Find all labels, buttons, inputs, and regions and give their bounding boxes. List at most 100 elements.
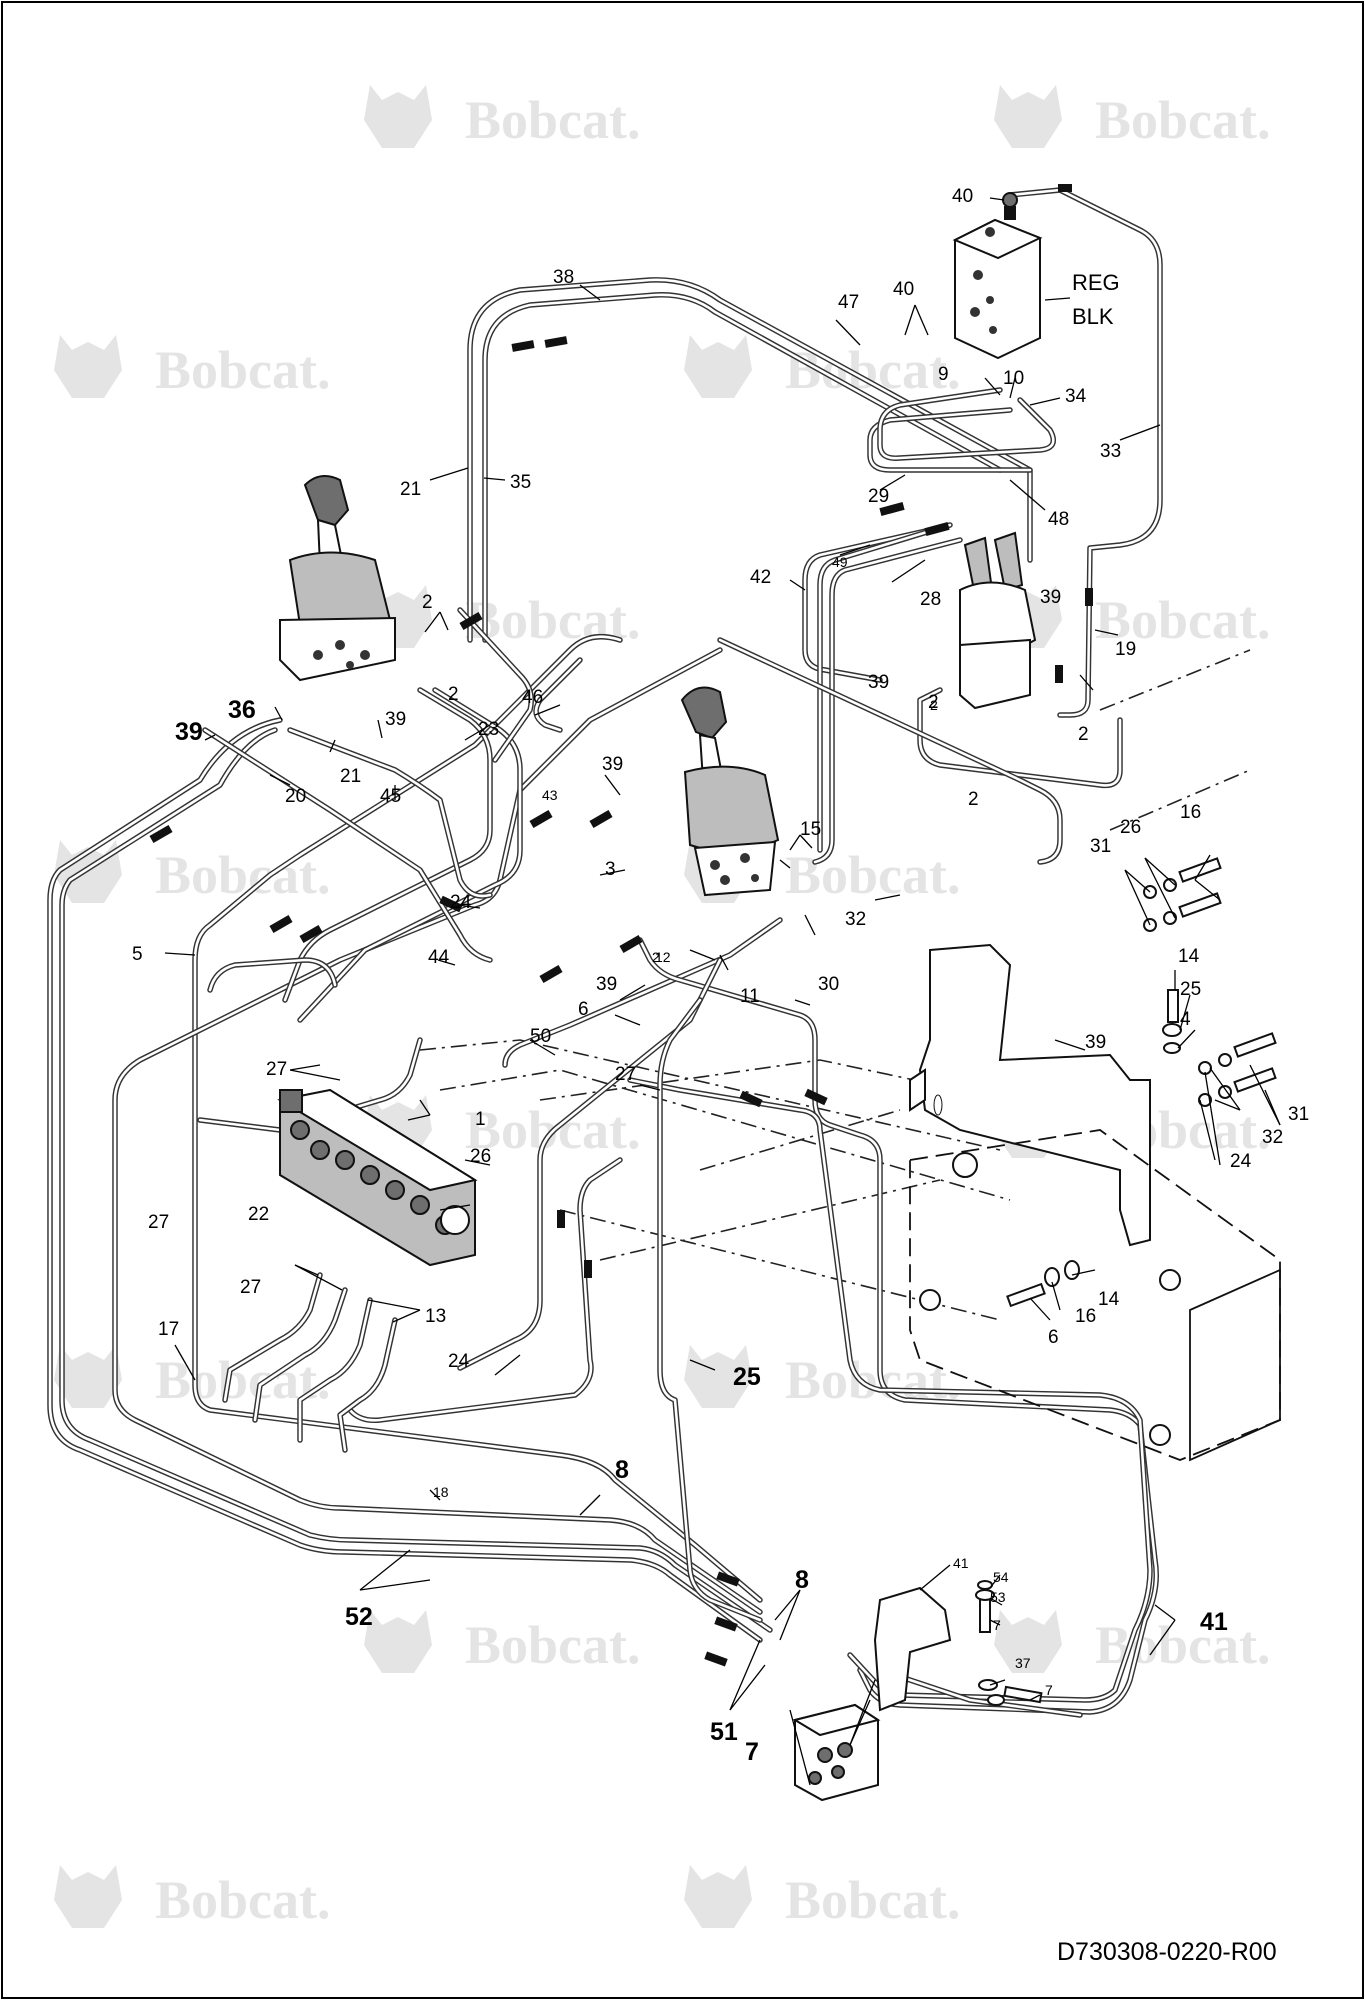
callout-7-left: 51 [710, 1718, 738, 1746]
callout-16-upper: 14 [1178, 946, 1200, 967]
callout-22: 27 [148, 1212, 169, 1233]
watermark-text: Bobcat. [465, 1615, 641, 1675]
callout-2-right-a: 15 [800, 819, 821, 840]
callout-21-lower: 23 [478, 719, 499, 740]
callout-41-upper: 54 [993, 1569, 1009, 1585]
left-joystick [279, 475, 396, 682]
watermark-text: Bobcat. [155, 1870, 331, 1930]
watermark-text: Bobcat. [155, 340, 331, 400]
control-valve [277, 1088, 478, 1267]
watermark-logo: Bobcat. [684, 1865, 961, 1930]
callout-38: 38 [553, 267, 574, 288]
watermark-text: Bobcat. [785, 845, 961, 905]
callout-39-pedal-lower: 39 [868, 672, 889, 693]
callout-32-lower: 24 [1230, 1151, 1252, 1172]
fasteners-upper [1006, 857, 1277, 1308]
callout-39-left-bold: 36 [228, 696, 256, 724]
callout-41-lower: 37 [1015, 1655, 1031, 1671]
callout-26-upper: 16 [1180, 802, 1201, 823]
callout-14-lower: 16 [1075, 1306, 1096, 1327]
callout-39-left-c: 39 [385, 709, 406, 730]
callout-39-left-d: 21 [340, 766, 361, 787]
callout-27-c: 27 [240, 1277, 261, 1298]
callout-32-upper: 31 [1090, 836, 1111, 857]
callout-51: 7 [745, 1738, 759, 1766]
callout-20: 45 [380, 786, 401, 807]
watermark-text: Bobcat. [1095, 90, 1271, 150]
callout-17: 24 [448, 1351, 470, 1372]
callout-9: 9 [938, 364, 949, 385]
callout-27-a: 27 [266, 1059, 287, 1080]
hydraulic-tank [909, 1129, 1281, 1462]
callout-50: 27 [615, 1064, 636, 1085]
callout-33: 33 [1100, 441, 1121, 462]
callout-19: 19 [1115, 639, 1136, 660]
callout-25-upper: 4 [1180, 1009, 1191, 1030]
callout-36: 39 [175, 718, 203, 746]
callout-7-upper: 8 [795, 1566, 809, 1594]
watermarks: Bobcat. Bobcat. Bobcat. Bobcat. Bobcat. … [54, 85, 1271, 1930]
block-label-blk: BLK [1072, 304, 1114, 329]
callout-45: 43 [542, 787, 558, 803]
callout-47: 47 [838, 292, 859, 313]
watermark-text: Bobcat. [465, 90, 641, 150]
callout-24-upper: 3 [605, 859, 616, 880]
watermark-logo: Bobcat. [364, 1610, 641, 1675]
callout-39-pedal: 39 [1040, 587, 1061, 608]
callout-39-right-b: 12 [655, 949, 671, 965]
callout-39-right-c: 11 [740, 986, 760, 1007]
leader-lines [164, 197, 1281, 1786]
callout-23: 20 [285, 786, 306, 807]
callout-27-b: 1 [475, 1109, 486, 1130]
callout-15: 5 [132, 944, 143, 965]
watermark-logo: Bobcat. [994, 1610, 1271, 1675]
callout-4: 39 [1085, 1032, 1106, 1053]
callout-24-left: 22 [248, 1204, 269, 1225]
callout-24-lower: 25 [733, 1363, 761, 1391]
callout-27-d: 13 [425, 1306, 446, 1327]
watermark-text: Bobcat. [785, 1870, 961, 1930]
callout-2-pedal-c: 2 [1078, 724, 1089, 745]
callout-1: 26 [470, 1146, 491, 1167]
manifold-block [792, 1580, 1043, 1802]
callout-12: 39 [596, 974, 617, 995]
callout-25-lower: 14 [1098, 1289, 1120, 1310]
callout-2-pedal-a: 2 [928, 692, 939, 713]
callout-18: 8 [615, 1456, 629, 1484]
callout-26-lower: 31 [1288, 1104, 1309, 1125]
callout-31-upper: 26 [1120, 817, 1141, 838]
callout-43: 39 [602, 754, 623, 775]
watermark-text: Bobcat. [155, 1350, 331, 1410]
callout-14-upper: 25 [1180, 979, 1201, 1000]
callout-46: 46 [522, 687, 543, 708]
callout-35: 35 [510, 472, 531, 493]
callout-42: 42 [750, 567, 771, 588]
callout-28: 28 [920, 589, 941, 610]
callout-2-pedal-b: 2 [930, 697, 938, 713]
fittings [149, 184, 1093, 1680]
callout-49: 49 [832, 554, 848, 570]
watermark-logo: Bobcat. [364, 85, 641, 150]
callout-8-right: 41 [1200, 1608, 1228, 1636]
watermark-text: Bobcat. [1095, 590, 1271, 650]
right-joystick [680, 686, 780, 897]
hoses [47, 187, 1163, 1718]
callout-11: 30 [818, 974, 839, 995]
callout-2-left-b: 2 [448, 684, 459, 705]
watermark-logo: Bobcat. [54, 1865, 331, 1930]
callout-52: 41 [953, 1555, 969, 1571]
callout-21-upper: 21 [400, 479, 421, 500]
callout-6-upper: 50 [530, 1026, 551, 1047]
watermark-logo: Bobcat. [684, 335, 961, 400]
callout-40-block: 40 [893, 279, 914, 300]
callout-3: 44 [428, 947, 450, 968]
callout-2-left-a: 2 [422, 592, 433, 613]
regulator-block: REG BLK [952, 192, 1120, 360]
callout-34: 34 [1065, 386, 1087, 407]
callout-40-top: 40 [952, 186, 973, 207]
drawing-number: D730308-0220-R00 [1057, 1938, 1277, 1966]
callout-30: 6 [578, 999, 589, 1020]
callout-48: 48 [1048, 509, 1069, 530]
mounting-bracket [909, 943, 1151, 1247]
